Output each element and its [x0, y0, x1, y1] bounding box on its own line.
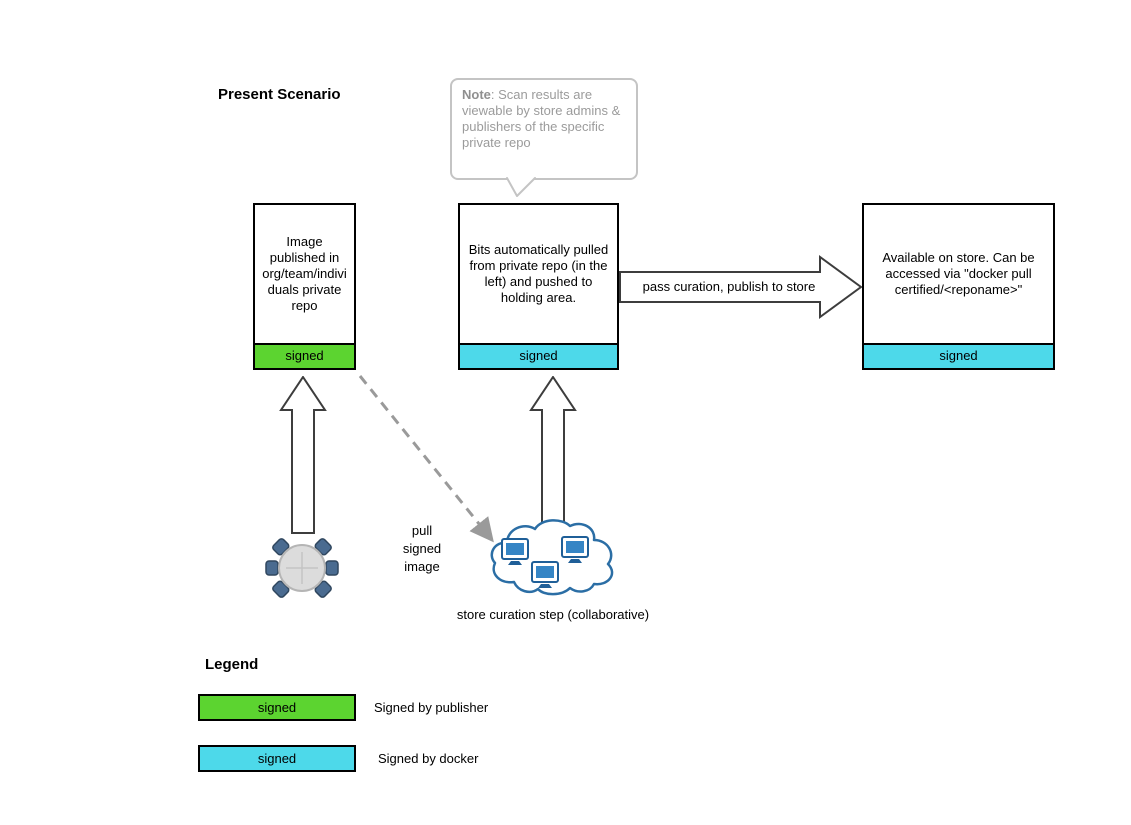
pull-signed-dashed-arrow	[358, 375, 494, 543]
pass-curation-arrow	[619, 255, 862, 319]
signed-badge-docker-1: signed	[460, 343, 617, 368]
signed-badge-publisher: signed	[255, 343, 354, 368]
cloud-caption: store curation step (collaborative)	[456, 607, 650, 622]
monitor-icon	[501, 538, 529, 565]
flow-box-private-repo: Image published in org/team/individuals …	[253, 203, 356, 370]
legend-swatch-docker: signed	[198, 745, 356, 772]
diagram-title: Present Scenario	[218, 86, 341, 103]
flow-box-holding-area-text: Bits automatically pulled from private r…	[468, 242, 609, 305]
flow-box-private-repo-text: Image published in org/team/individuals …	[262, 234, 347, 313]
cloud-computers-icon	[490, 519, 614, 596]
flow-box-store: Available on store. Can be accessed via …	[862, 203, 1055, 370]
legend-title: Legend	[205, 656, 259, 673]
pull-signed-label: pull signed image	[402, 523, 442, 574]
meeting-table-icon	[265, 538, 339, 598]
legend-label-publisher: Signed by publisher	[374, 700, 489, 715]
note-callout: Note: Scan results are viewable by store…	[450, 78, 638, 180]
flow-box-holding-area: Bits automatically pulled from private r…	[458, 203, 619, 370]
note-body: : Scan results are viewable by store adm…	[462, 87, 621, 150]
publish-up-arrow	[279, 376, 327, 534]
curation-up-arrow	[529, 376, 577, 528]
monitor-icon	[561, 536, 589, 563]
flow-box-store-text: Available on store. Can be accessed via …	[882, 250, 1035, 297]
note-label: Note	[462, 87, 491, 102]
signed-badge-docker-2: signed	[864, 343, 1053, 368]
legend-swatch-publisher: signed	[198, 694, 356, 721]
pass-curation-label: pass curation, publish to store	[642, 279, 816, 294]
monitor-icon	[531, 561, 559, 588]
note-tail	[506, 177, 536, 197]
legend-label-docker: Signed by docker	[378, 751, 479, 766]
